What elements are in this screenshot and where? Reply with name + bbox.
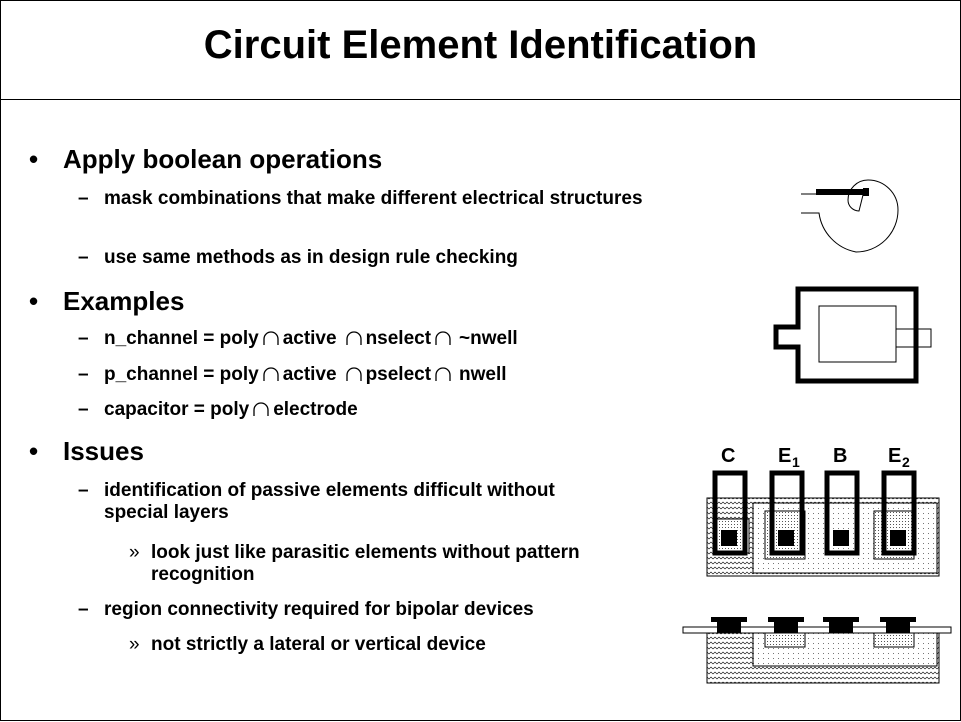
arrow-icon: » bbox=[129, 542, 140, 563]
bullet-examples: • Examples bbox=[29, 286, 185, 317]
intersection-icon bbox=[263, 331, 279, 345]
base-label: B bbox=[833, 445, 847, 467]
equation-left: n_channel = poly bbox=[104, 328, 259, 349]
equation-capacitor: – capacitor = poly electrode bbox=[78, 399, 664, 421]
intersection-icon bbox=[435, 331, 451, 345]
sub-item-text: mask combinations that make different el… bbox=[104, 188, 643, 209]
bullet-icon: • bbox=[29, 144, 39, 174]
sub-sub-item-text: not strictly a lateral or vertical devic… bbox=[151, 634, 486, 655]
equation-term: nselect bbox=[365, 328, 432, 349]
dash-icon: – bbox=[78, 328, 89, 349]
bjt-cross-section bbox=[682, 617, 952, 684]
intersection-icon bbox=[263, 367, 279, 381]
bullet-issues: • Issues bbox=[29, 436, 144, 467]
emitter2-label: E bbox=[888, 445, 901, 467]
collector-label: C bbox=[721, 445, 735, 467]
equation-term: nwell bbox=[459, 364, 507, 385]
sub-sub-item-text: look just like parasitic elements withou… bbox=[151, 542, 580, 585]
bullet-icon: • bbox=[29, 436, 39, 466]
dash-icon: – bbox=[78, 188, 89, 209]
bjt-top-view bbox=[706, 470, 940, 577]
equation-n-channel: – n_channel = poly active nselect ~nwell bbox=[78, 328, 664, 350]
sub-item-text: identification of passive elements diffi… bbox=[104, 480, 555, 523]
dash-icon: – bbox=[78, 599, 89, 620]
sub-sub-item: » look just like parasitic elements with… bbox=[129, 542, 631, 586]
equation-term: ~nwell bbox=[459, 328, 518, 349]
emitter2-subscript: 2 bbox=[902, 454, 910, 470]
sub-item-text: use same methods as in design rule check… bbox=[104, 247, 518, 268]
dash-icon: – bbox=[78, 399, 89, 420]
emitter1-subscript: 1 bbox=[792, 454, 800, 470]
bjt-terminal-labels: C E 1 B E 2 bbox=[721, 445, 910, 470]
page-title: Circuit Element Identification bbox=[203, 23, 758, 67]
dash-icon: – bbox=[78, 247, 89, 268]
equation-p-channel: – p_channel = poly active pselect nwell bbox=[78, 364, 664, 386]
intersection-icon bbox=[345, 367, 362, 381]
sub-item: – region connectivity required for bipol… bbox=[78, 599, 664, 621]
sub-item: – use same methods as in design rule che… bbox=[78, 247, 664, 269]
bullet-text: Examples bbox=[63, 286, 185, 316]
equation-term: active bbox=[282, 364, 337, 385]
capacitor-layout-icon bbox=[773, 286, 932, 384]
equation-left: capacitor = poly bbox=[104, 399, 250, 420]
bullet-icon: • bbox=[29, 286, 39, 316]
arrow-icon: » bbox=[129, 634, 140, 655]
equation-left: p_channel = poly bbox=[104, 364, 259, 385]
intersection-icon bbox=[345, 331, 362, 345]
bullet-apply-boolean: • Apply boolean operations bbox=[29, 144, 383, 175]
intersection-icon bbox=[253, 402, 269, 416]
title-bar: Circuit Element Identification bbox=[1, 1, 960, 100]
emitter1-label: E bbox=[778, 445, 791, 467]
sub-item: – identification of passive elements dif… bbox=[78, 480, 604, 524]
intersection-icon bbox=[435, 367, 451, 381]
equation-term: active bbox=[282, 328, 337, 349]
dash-icon: – bbox=[78, 480, 89, 501]
equation-term: pselect bbox=[365, 364, 432, 385]
bullet-text: Apply boolean operations bbox=[63, 144, 383, 174]
sub-sub-item: » not strictly a lateral or vertical dev… bbox=[129, 634, 671, 656]
sub-item: – mask combinations that make different … bbox=[78, 188, 664, 210]
equation-term: electrode bbox=[273, 399, 358, 420]
bullet-text: Issues bbox=[63, 436, 144, 466]
dash-icon: – bbox=[78, 364, 89, 385]
sub-item-text: region connectivity required for bipolar… bbox=[104, 599, 534, 620]
spiral-inductor-icon bbox=[801, 179, 899, 253]
